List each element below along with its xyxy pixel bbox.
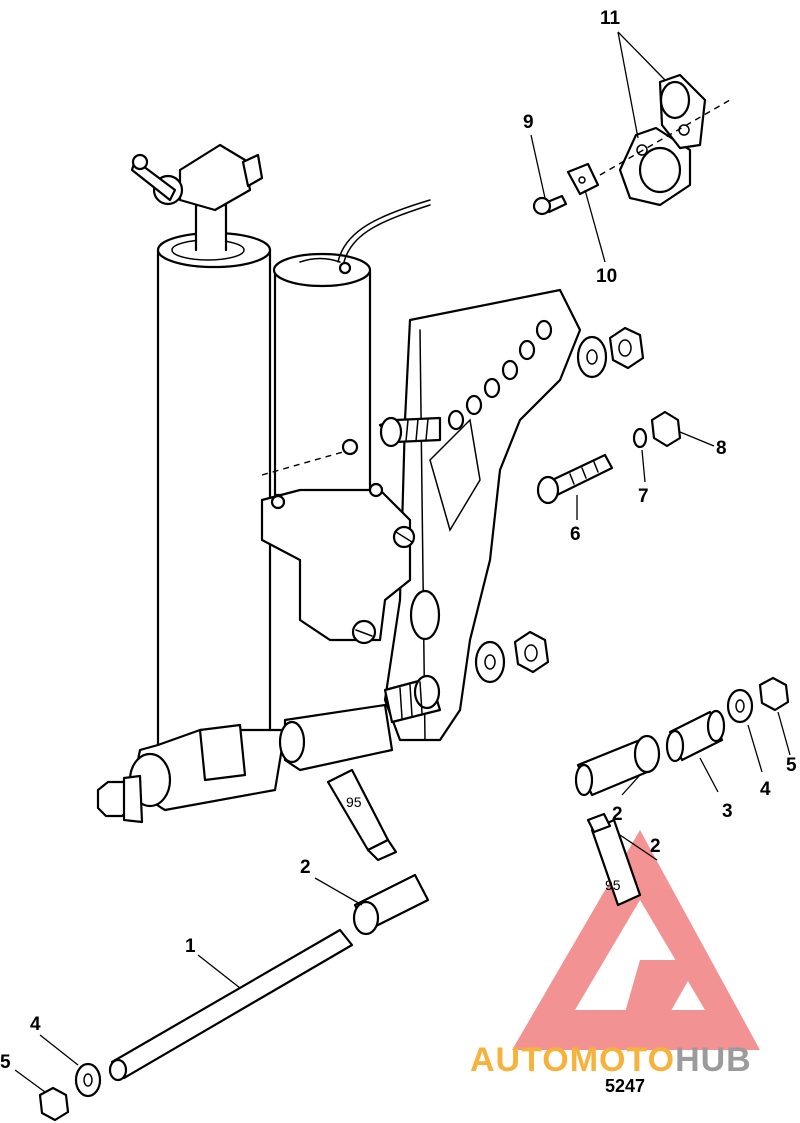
washer-lower bbox=[474, 640, 506, 684]
trim-motor bbox=[273, 268, 372, 497]
watermark-triangle bbox=[512, 830, 760, 1050]
callout-5-left: 5 bbox=[0, 1052, 11, 1073]
callout-11: 11 bbox=[600, 8, 621, 29]
callout-8: 8 bbox=[716, 438, 727, 459]
part-11-cable-clamp bbox=[599, 73, 731, 207]
part-9-screw bbox=[532, 194, 568, 216]
callout-9: 9 bbox=[523, 112, 534, 133]
watermark-text-part2: HUB bbox=[675, 1041, 752, 1079]
callout-3: 3 bbox=[722, 801, 733, 822]
callout-1: 1 bbox=[185, 936, 196, 957]
watermark-logo bbox=[512, 830, 760, 1050]
watermark-text: AUTOMOTOHUB bbox=[470, 1041, 752, 1079]
lubricant-tube-left: 95 bbox=[326, 768, 398, 862]
cylinder-rod bbox=[194, 203, 228, 252]
callouts: 1 2 2 2 3 4 4 5 5 6 7 8 9 10 11 bbox=[0, 8, 797, 1073]
part-8-locknut bbox=[650, 410, 682, 448]
part-5-nut-right bbox=[758, 676, 790, 712]
motor-wires bbox=[337, 199, 431, 263]
washer-upper bbox=[576, 335, 608, 379]
callout-4-left: 4 bbox=[30, 1014, 41, 1035]
right-bushing-set bbox=[574, 676, 790, 797]
callout-2-left: 2 bbox=[300, 857, 311, 878]
part-4-washer-right bbox=[726, 688, 754, 724]
part-6-screw bbox=[536, 453, 614, 505]
callout-10: 10 bbox=[596, 266, 617, 287]
watermark-text-part1: AUTOMOTO bbox=[470, 1041, 675, 1079]
callout-5-right: 5 bbox=[786, 755, 797, 776]
tube-label-left: 95 bbox=[346, 794, 362, 810]
bracket-holes bbox=[409, 319, 553, 641]
part-4-washer-left bbox=[74, 1062, 102, 1098]
callout-7: 7 bbox=[638, 486, 649, 507]
callout-6: 6 bbox=[570, 524, 581, 545]
trim-cylinder bbox=[156, 248, 272, 762]
figure-number: 5247 bbox=[605, 1076, 645, 1096]
callout-4-right: 4 bbox=[760, 779, 771, 800]
part-5-nut-left bbox=[38, 1086, 70, 1122]
callout-2-right: 2 bbox=[612, 804, 623, 825]
tube-label-right: 95 bbox=[605, 877, 621, 893]
part-10-clip-bracket bbox=[566, 162, 600, 196]
part-7-washer bbox=[632, 427, 648, 449]
watermark-arrow bbox=[620, 960, 700, 1030]
top-fitting bbox=[178, 143, 252, 212]
trim-cylinder-assembly bbox=[96, 143, 582, 824]
callout-2-lower-right: 2 bbox=[650, 836, 661, 857]
part-1-pivot-shaft bbox=[110, 928, 354, 1080]
upper-fasteners bbox=[576, 326, 645, 379]
lubricant-tube-right: 95 bbox=[586, 812, 642, 907]
locknut-lower bbox=[513, 630, 550, 674]
leader-lines bbox=[14, 31, 791, 1093]
lower-fasteners bbox=[474, 630, 550, 684]
pump-body bbox=[260, 488, 412, 642]
locknut-upper bbox=[608, 326, 645, 370]
